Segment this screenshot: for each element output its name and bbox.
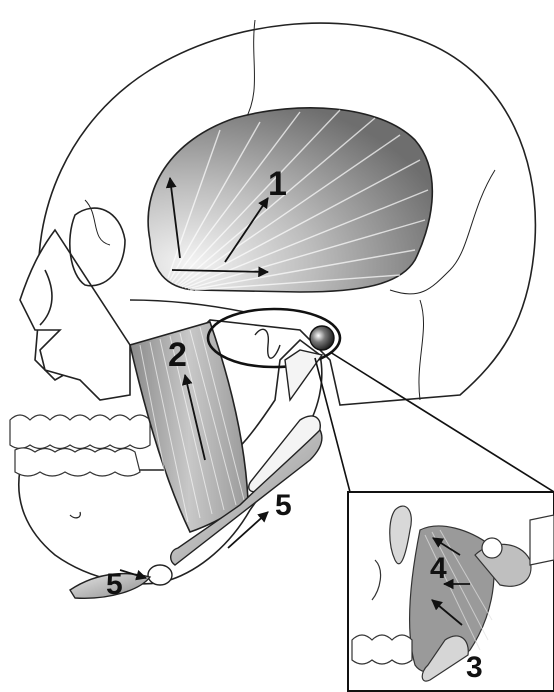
label-lateral-pterygoid: 4 <box>430 552 447 585</box>
inset-view <box>348 492 554 691</box>
teeth <box>10 415 150 476</box>
label-medial-pterygoid: 3 <box>466 651 483 684</box>
label-temporalis: 1 <box>268 165 287 203</box>
label-digastric-posterior: 5 <box>275 489 292 522</box>
label-masseter: 2 <box>168 336 187 374</box>
label-digastric-anterior: 5 <box>106 568 123 601</box>
